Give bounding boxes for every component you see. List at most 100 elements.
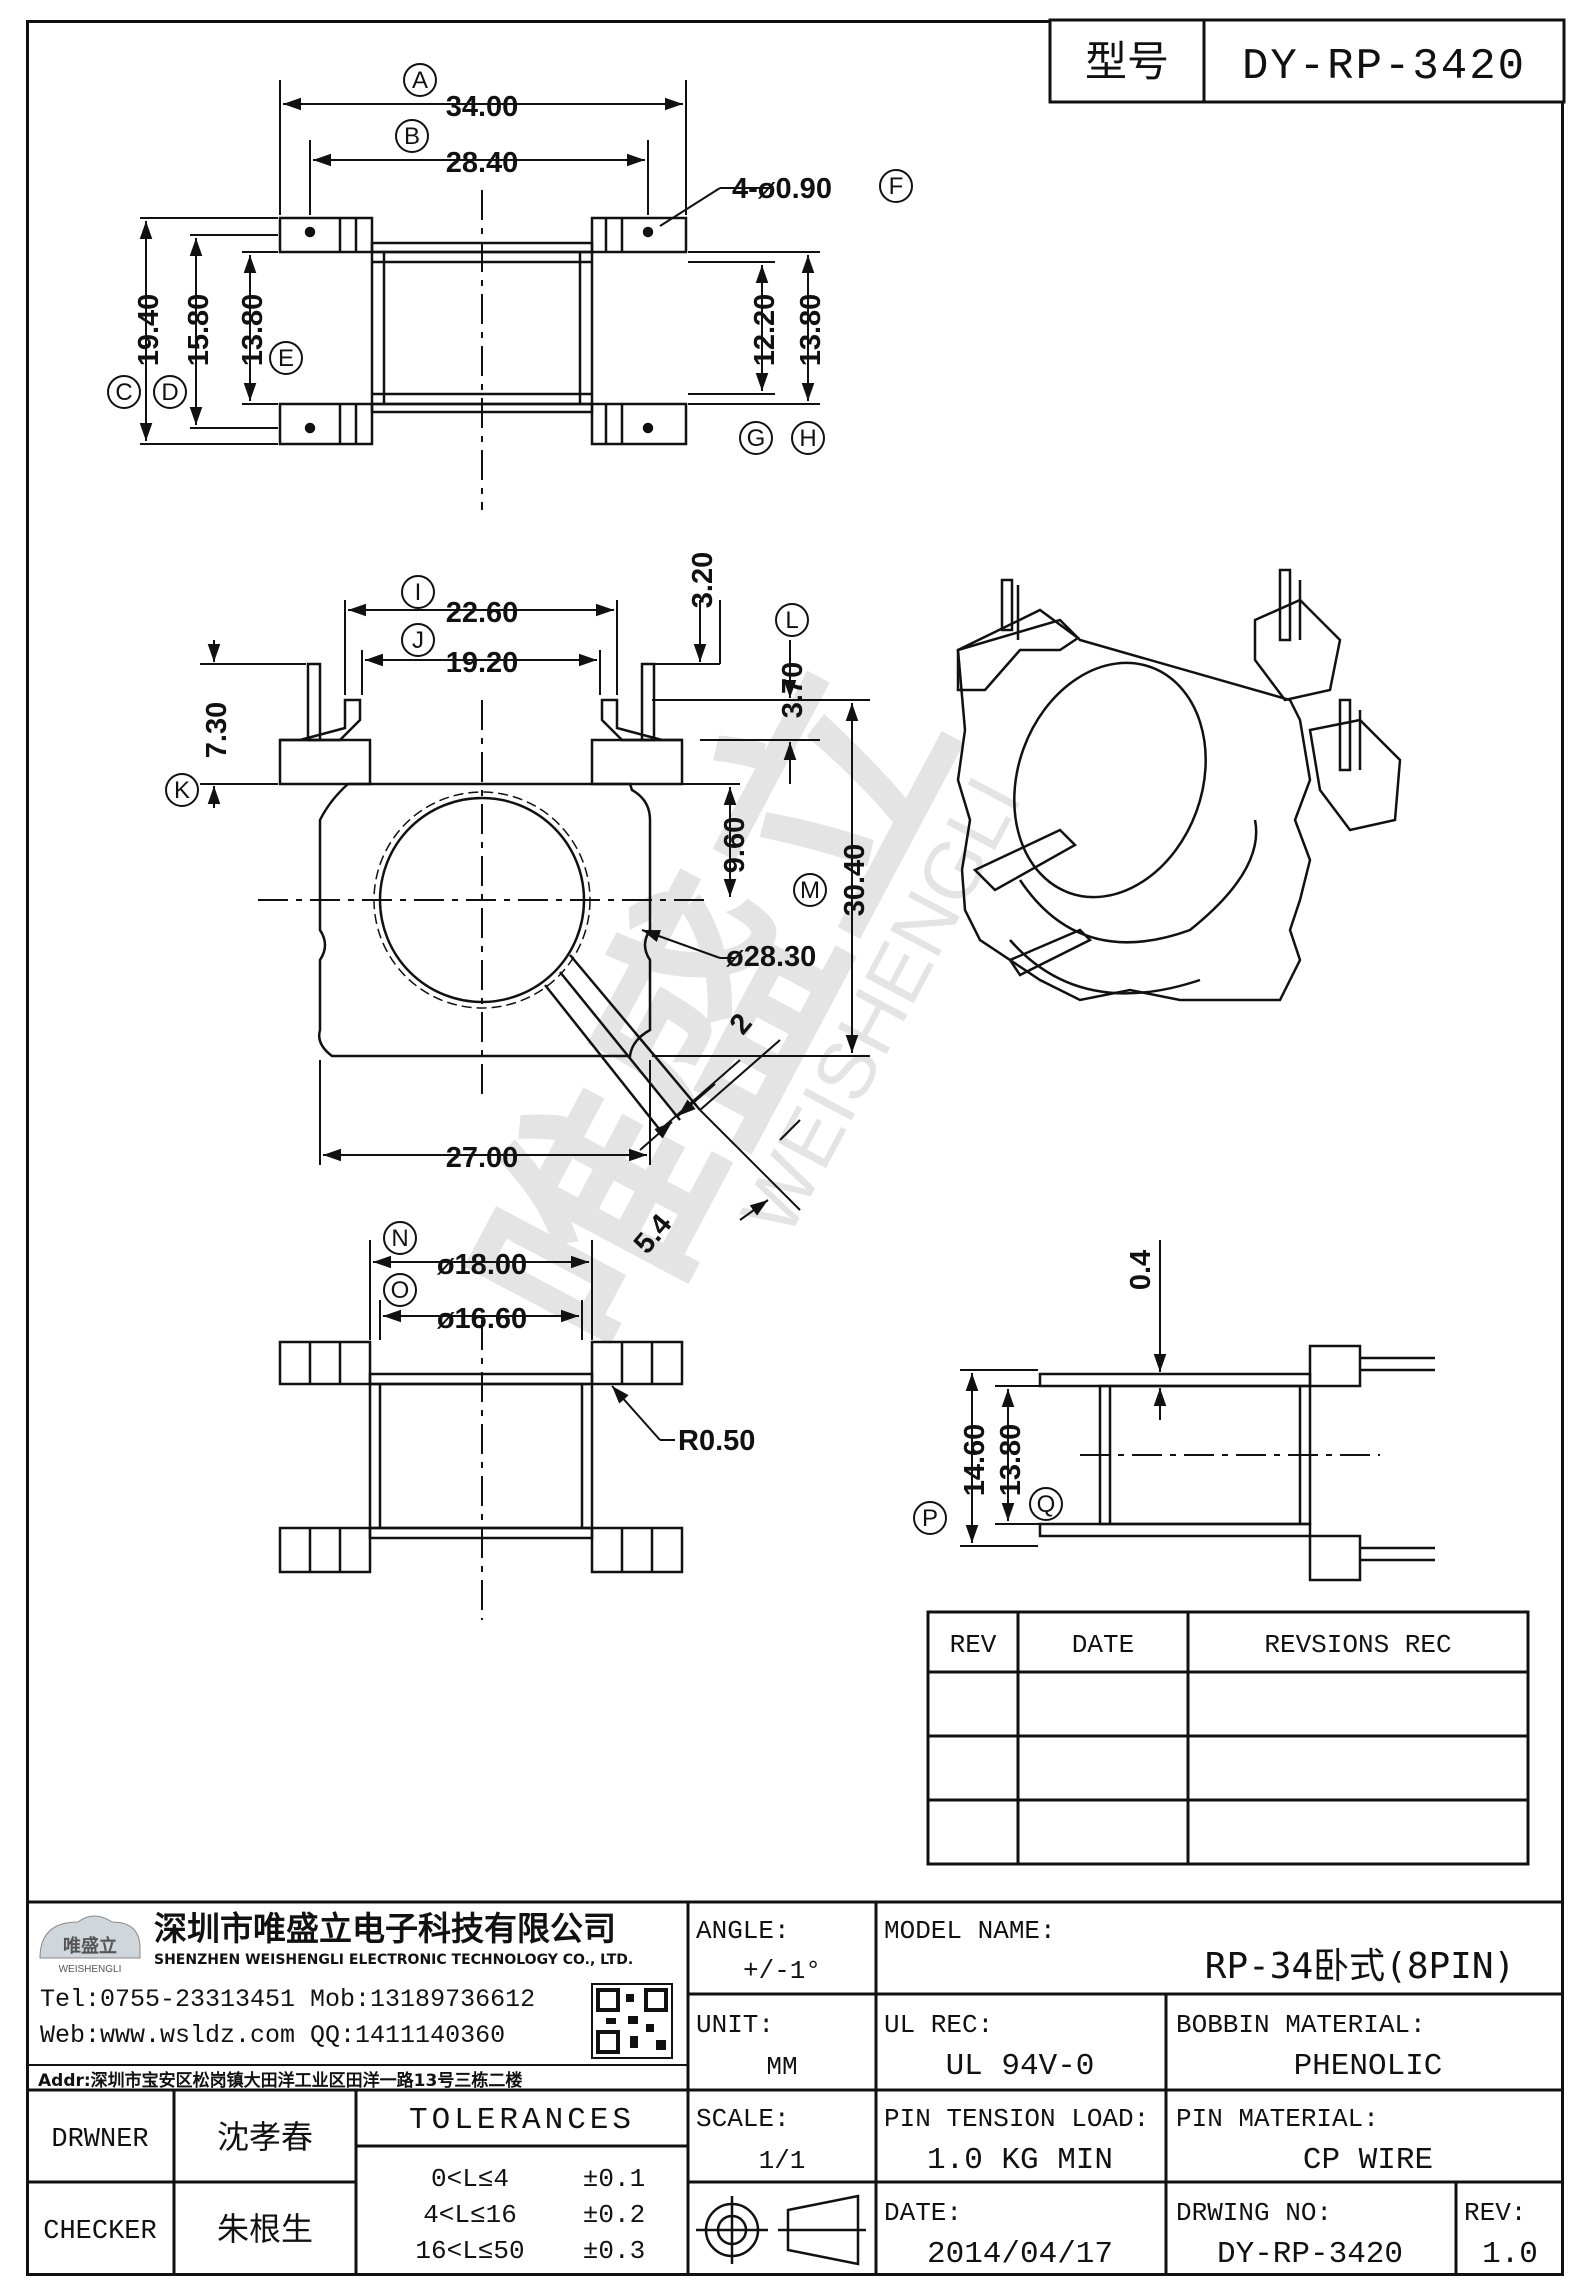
company-name-cn: 深圳市唯盛立电子科技有限公司 [154,1909,616,1948]
model-name-label: MODEL NAME: [884,1916,1056,1946]
dim-q-value: 13.80 [995,1424,1027,1497]
checker-name: 朱根生 [217,2210,313,2248]
date-label: DATE: [884,2198,962,2228]
model-header-number: DY-RP-3420 [1242,42,1526,92]
bobbin-material-label: BOBBIN MATERIAL: [1176,2010,1426,2040]
callout-letter-m: M [800,877,820,904]
rev-value: 1.0 [1482,2237,1538,2272]
callout-m: M [793,873,827,907]
scale-label: SCALE: [696,2104,790,2134]
callout-c: C [107,375,141,409]
dim-i-value: 22.60 [446,597,519,629]
callout-letter-d: D [161,379,178,406]
dim-j-value: 19.20 [446,647,519,679]
company-web-qq: Web:www.wsldz.com QQ:1411140360 [40,2021,505,2050]
dim-e-value: 13.80 [237,294,269,367]
callout-letter-c: C [115,379,132,406]
dim-o-value: ø16.60 [437,1303,527,1335]
dim-p-value: 14.60 [959,1424,991,1497]
dim-k-value: 7.30 [201,702,233,758]
tolerance-value-1: ±0.1 [583,2164,645,2194]
title-block-grid [26,1900,1564,2276]
dim-f-value: 4-ø0.90 [732,173,832,205]
callout-letter-p: P [922,1505,938,1532]
dim-l-value: 3.70 [777,662,809,718]
model-header-label: 型号 [1085,37,1169,86]
callout-l: L [775,603,809,637]
dim-c-value: 19.40 [133,294,165,367]
ul-rec-label: UL REC: [884,2010,993,2040]
rev-header: REV [950,1630,997,1660]
model-header: 型号 DY-RP-3420 [1048,18,1566,104]
front-view [258,662,706,1131]
checker-label: CHECKER [43,2217,156,2247]
callout-g: G [739,421,773,455]
pin-tension-value: 1.0 KG MIN [927,2143,1113,2178]
date-value: 2014/04/17 [927,2237,1113,2272]
dim-h-value: 13.80 [795,294,827,367]
callout-f: F [879,169,913,203]
tolerances-label: TOLERANCES [409,2103,635,2138]
callout-letter-j: J [412,627,424,654]
revision-table [926,1610,1530,1866]
side-view-left-dimensions [369,1240,675,1441]
callout-letter-b: B [404,123,420,150]
qr-code-icon [591,1983,673,2059]
company-block: 唯盛立 WEISHENGLI 深圳市唯盛立电子科技有限公司 SHENZHEN W… [38,1909,673,2091]
unit-value: MM [766,2052,797,2082]
pin-material-value: CP WIRE [1303,2143,1433,2178]
isometric-view [956,568,1402,1002]
drawer-label: DRWNER [51,2125,148,2155]
side-view-left-labels: ø18.00 ø16.60 R0.50 [437,1249,756,1457]
pin-material-label: PIN MATERIAL: [1176,2104,1379,2134]
dim-bottom-width-value: 27.00 [446,1142,519,1174]
callout-letter-g: G [747,425,766,452]
projection-symbol-icon [696,2194,866,2266]
callout-letter-l: L [785,607,798,634]
callout-h: H [791,421,825,455]
top-view [278,190,688,510]
tolerance-range-2: 4<L≤16 [423,2200,517,2230]
front-view-dimensions [200,600,870,1221]
dim-g-value: 12.20 [749,294,781,367]
callout-a: A [403,63,437,97]
model-materials: MODEL NAME: RP-34卧式(8PIN) UL REC: UL 94V… [884,1916,1538,2272]
dim-diameter-outer-value: ø28.30 [726,941,816,973]
dim-n-value: ø18.00 [437,1249,527,1281]
pin-tension-label: PIN TENSION LOAD: [884,2104,1149,2134]
date-header: DATE [1072,1630,1134,1660]
callout-letter-a: A [412,67,428,94]
revsions-rec-header: REVSIONS REC [1264,1630,1451,1660]
front-view-labels: 22.60 19.20 3.20 3.70 7.30 9.60 30.40 ø2… [201,552,871,1260]
callout-e: E [269,341,303,375]
tolerances: TOLERANCES 0<L≤4 ±0.1 4<L≤16 ±0.2 16<L≤5… [409,2103,645,2266]
callout-i: I [401,575,435,609]
bobbin-material-value: PHENOLIC [1294,2049,1443,2084]
dim-b-value: 28.40 [446,147,519,179]
callout-j: J [401,623,435,657]
tolerance-value-3: ±0.3 [583,2236,645,2266]
callout-letter-i: I [415,579,422,606]
company-tel-mob: Tel:0755-23313451 Mob:13189736612 [40,1985,535,2014]
drawing-sheet [26,20,1564,2276]
side-view-left [278,1320,684,1620]
callout-letter-q: Q [1037,1491,1056,1518]
company-logo: 唯盛立 WEISHENGLI [39,1915,141,1975]
model-name-value: RP-34卧式(8PIN) [1205,1946,1515,1987]
tolerance-range-1: 0<L≤4 [431,2164,509,2194]
callout-letter-k: K [174,777,190,804]
tolerance-range-3: 16<L≤50 [415,2236,524,2266]
logo-sub: WEISHENGLI [59,1964,122,1975]
company-name-en: SHENZHEN WEISHENGLI ELECTRONIC TECHNOLOG… [154,1952,633,1968]
callout-letter-e: E [278,345,294,372]
side-view-right [1038,1344,1435,1582]
callout-b: B [395,119,429,153]
callout-p: P [913,1501,947,1535]
angle-value: +/-1° [743,1956,821,1986]
callout-q: Q [1029,1487,1063,1521]
callout-letter-f: F [889,173,904,200]
drwing-no-label: DRWING NO: [1176,2198,1332,2228]
unit-label: UNIT: [696,2010,774,2040]
